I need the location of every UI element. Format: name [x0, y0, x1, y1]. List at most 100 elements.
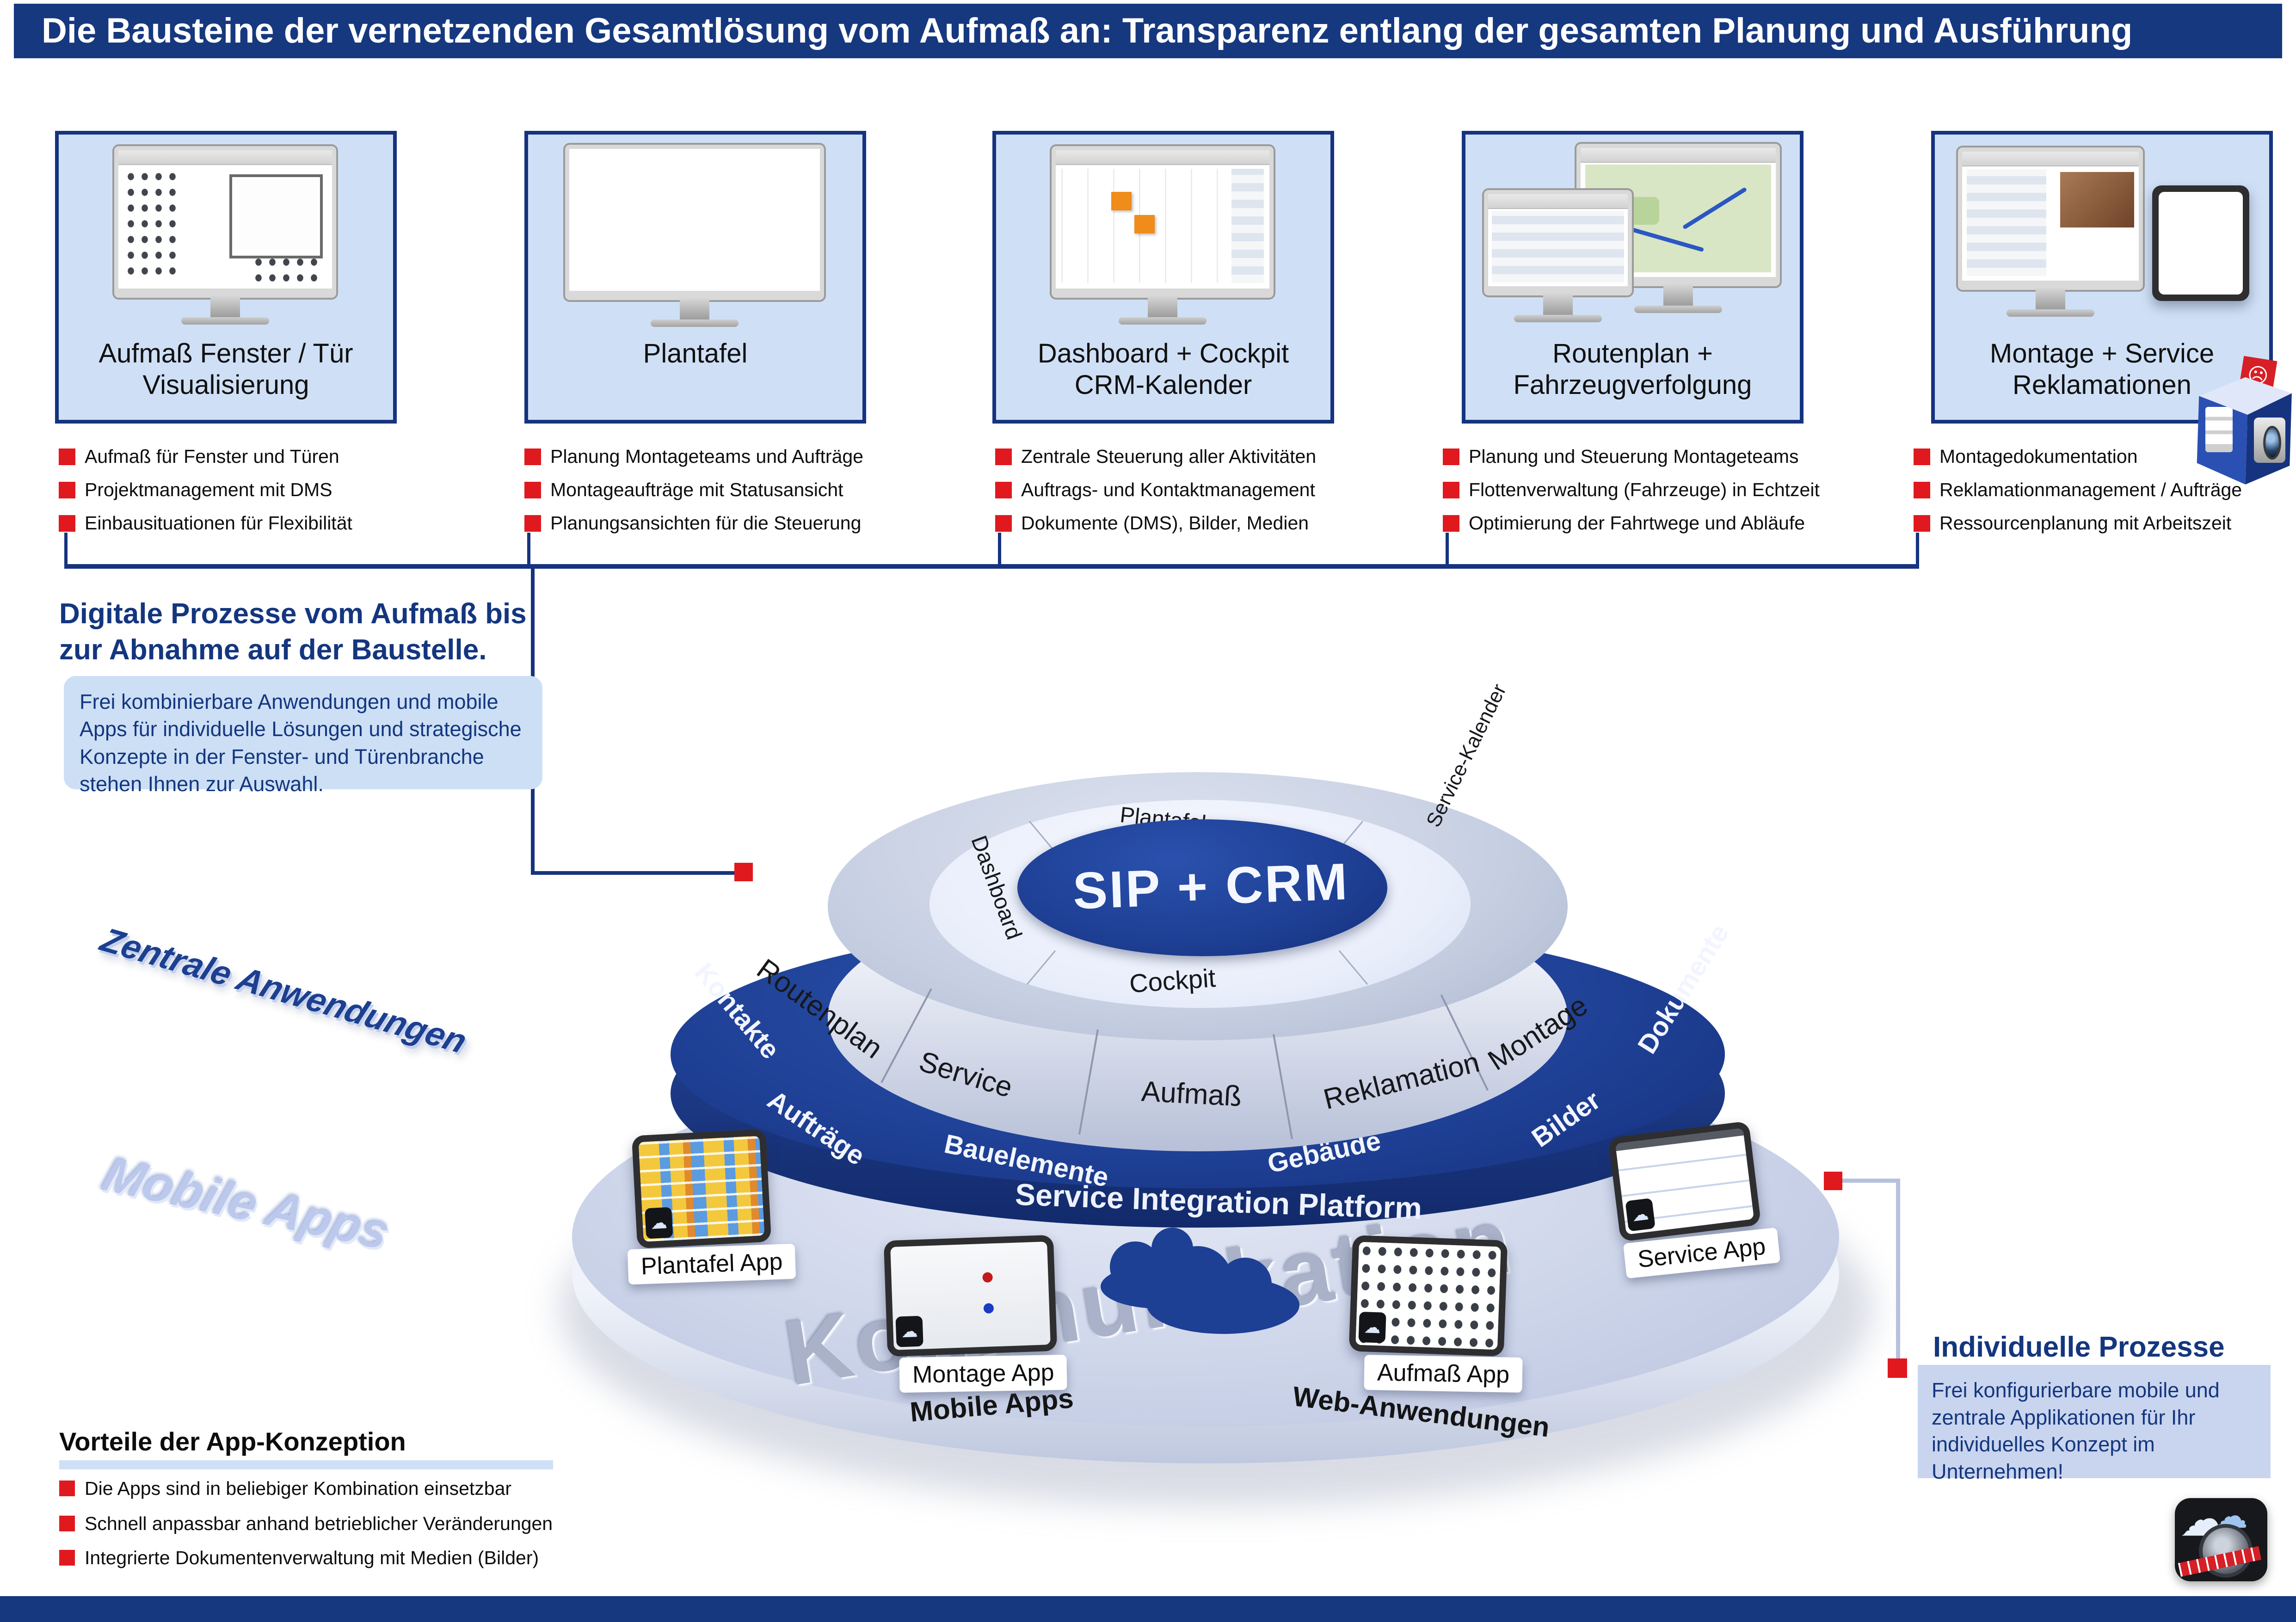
bullet-icon [524, 515, 541, 532]
bullet-icon [1443, 482, 1459, 498]
bullet-icon [59, 482, 75, 498]
bullet-text: Schnell anpassbar anhand betrieblicher V… [85, 1513, 553, 1534]
left-info-box: Frei kombinierbare Anwendungen und mobil… [64, 676, 542, 796]
screen-crm-kalender [1052, 146, 1274, 298]
screen-photo [2159, 192, 2243, 295]
monitor-icon-secondary [1484, 190, 1632, 329]
bullet-icon [995, 482, 1012, 498]
screen-aufmass-software [114, 146, 336, 298]
individuelle-info-box: Frei konfigurierbare mobile und zentrale… [1918, 1365, 2271, 1483]
service-app-tablet: ☁ [1608, 1121, 1761, 1242]
module-title: Routenplan + Fahrzeugverfolgung [1513, 338, 1752, 400]
module-title: Dashboard + Cockpit CRM-Kalender [1037, 338, 1289, 400]
bullet-icon [59, 1516, 75, 1531]
bullet-icon [59, 449, 75, 465]
bullet-text: Dokumente (DMS), Bilder, Medien [1021, 512, 1309, 534]
monitor-icon [1052, 146, 1274, 331]
connector-bar [64, 564, 1919, 569]
connector-node-icon [734, 863, 753, 881]
header-bar: Die Bausteine der vernetzenden Gesamtlös… [14, 4, 2282, 58]
bullet-text: Projektmanagement mit DMS [85, 479, 332, 500]
reklamation-cube-icon: ☹ [2191, 356, 2296, 495]
benefits-underline [59, 1460, 553, 1469]
left-heading-line2: zur Abnahme auf der Baustelle. [59, 634, 487, 666]
bullet-icon [1443, 515, 1459, 532]
individuelle-heading: Individuelle Prozesse [1933, 1331, 2225, 1363]
screen-fleet-list [1484, 190, 1632, 295]
left-heading-line1: Digitale Prozesse vom Aufmaß bis [59, 598, 527, 630]
module-box-aufmass: Aufmaß Fenster / Tür Visualisierung [55, 131, 397, 424]
connector-stub [1446, 533, 1449, 565]
bullet-text: Montageaufträge mit Statusansicht [550, 479, 843, 500]
connector-stub [527, 533, 530, 565]
bullet-icon [1914, 515, 1930, 532]
module-title: Plantafel [643, 338, 748, 369]
bullet-text: Auftrags- und Kontaktmanagement [1021, 479, 1315, 500]
bullet-text: Zentrale Steuerung aller Aktivitäten [1021, 446, 1317, 467]
bullet-icon [59, 1550, 75, 1566]
module-box-plantafel: Plantafel [524, 131, 866, 424]
connector-node-icon [1888, 1358, 1907, 1378]
ring-label-aufmass: Aufmaß [1140, 1075, 1243, 1113]
app-label: Aufmaß App [1364, 1355, 1523, 1393]
bullet-icon [1914, 449, 1930, 465]
cloud-app-badge-icon: ☁ [1358, 1311, 1386, 1343]
camera-icon [2253, 417, 2286, 463]
aufmass-cloud-app-icon: ☁ ☁ [2175, 1498, 2267, 1581]
bullet-text: Die Apps sind in beliebiger Kombination … [85, 1478, 512, 1499]
bullet-text: Flottenverwaltung (Fahrzeuge) in Echtzei… [1469, 479, 1820, 500]
bullet-text: Integrierte Dokumentenverwaltung mit Med… [85, 1547, 539, 1568]
bullet-text: Planung Montageteams und Aufträge [550, 446, 863, 467]
bullet-text: Planung und Steuerung Montageteams [1469, 446, 1799, 467]
bullet-icon [995, 449, 1012, 465]
module-title: Montage + Service Reklamationen [1989, 338, 2215, 400]
plantafel-app-tablet: ☁ [631, 1129, 772, 1249]
screen-plantafel [565, 145, 824, 300]
connector-horizontal [1842, 1179, 1900, 1183]
screen-dms [1958, 147, 2143, 290]
bullet-text: Reklamationmanagement / Aufträge [1939, 479, 2242, 500]
montage-app-tablet: ☁ [883, 1235, 1058, 1357]
benefits-title: Vorteile der App-Konzeption [59, 1427, 406, 1456]
bullet-text: Optimierung der Fahrtwege und Abläufe [1469, 512, 1805, 534]
cloud-app-badge-icon: ☁ [895, 1315, 923, 1347]
bullet-text: Einbausituationen für Flexibilität [85, 512, 352, 534]
connector-stub [1916, 533, 1919, 565]
bullet-icon [59, 1481, 75, 1496]
cloud-app-badge-icon: ☁ [645, 1207, 673, 1239]
ring-label-cockpit: Cockpit [1128, 963, 1217, 998]
module-box-montage-service: Montage + Service Reklamationen [1931, 131, 2273, 424]
page-title: Die Bausteine der vernetzenden Gesamtlös… [42, 11, 2133, 50]
mobile-apps-side-label: Mobile Apps [96, 1147, 397, 1260]
bullet-text: Planungsansichten für die Steuerung [550, 512, 862, 534]
ring-label-service-kalender: Service-Kalender [1422, 680, 1511, 831]
bullet-text: Aufmaß für Fenster und Türen [85, 446, 339, 467]
tablet-icon [2152, 185, 2249, 301]
bullet-icon [59, 515, 75, 532]
checklist-icon [2205, 406, 2233, 453]
sip-crm-label: SIP + CRM [1072, 852, 1350, 920]
bullet-icon [995, 515, 1012, 532]
module-box-routenplan: Routenplan + Fahrzeugverfolgung [1462, 131, 1804, 424]
aufmass-app-tablet: ☁ [1348, 1235, 1508, 1357]
bullet-icon [1914, 482, 1930, 498]
cloud-app-badge-icon: ☁ [1625, 1198, 1656, 1232]
module-box-dashboard: Dashboard + Cockpit CRM-Kalender [992, 131, 1334, 424]
zentrale-anwendungen-label: Zentrale Anwendungen [95, 920, 473, 1061]
footer-bar [0, 1596, 2296, 1622]
bullet-icon [524, 449, 541, 465]
connector-node-icon [1824, 1172, 1842, 1190]
app-label: Plantafel App [627, 1243, 796, 1285]
app-label: Montage App [899, 1354, 1068, 1393]
module-title: Aufmaß Fenster / Tür Visualisierung [98, 338, 353, 400]
monitor-icon [565, 145, 824, 333]
sip-crm-core [1017, 819, 1387, 956]
bullet-text: Ressourcenplanung mit Arbeitszeit [1939, 512, 2232, 534]
bullet-icon [1443, 449, 1459, 465]
cloud-icon [1101, 1221, 1318, 1341]
monitor-icon [1958, 147, 2143, 323]
monitor-icon [114, 146, 336, 331]
connector-vertical [1896, 1179, 1900, 1362]
connector-horizontal [531, 871, 736, 875]
